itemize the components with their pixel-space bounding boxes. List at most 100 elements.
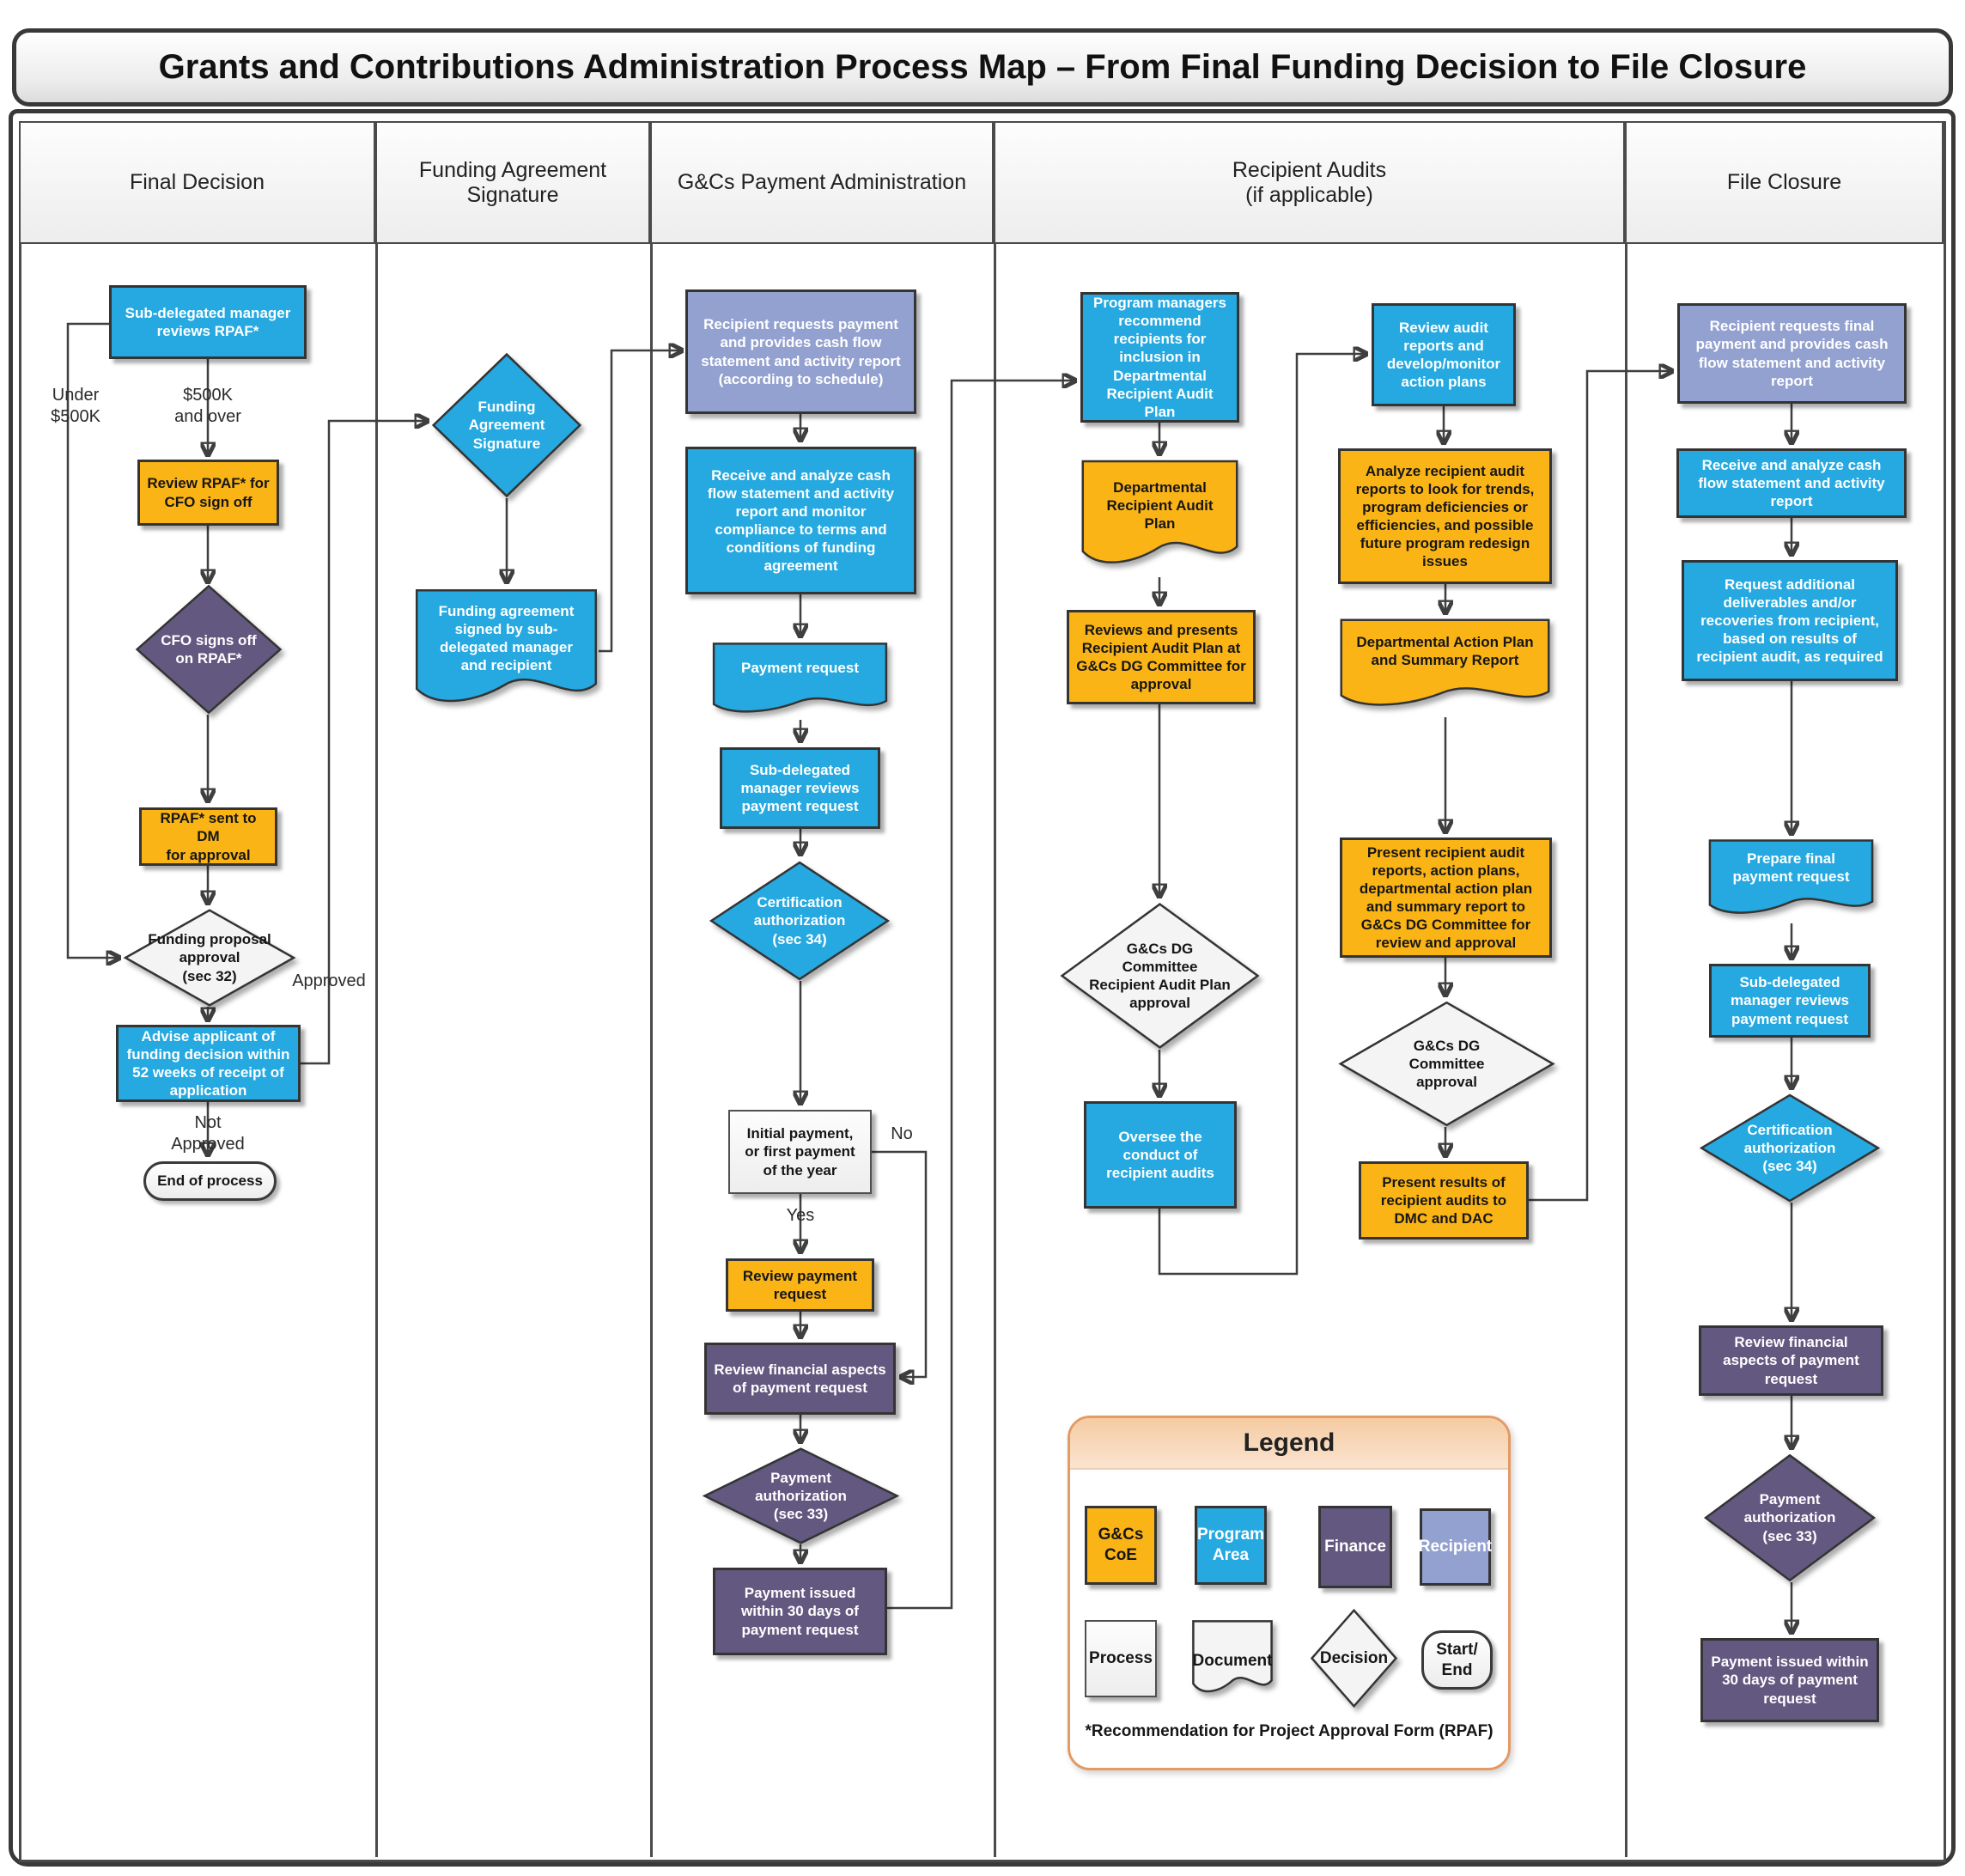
legend-item-start-end: Start/ End [1421,1630,1493,1690]
legend-item-recipient: Recipient [1419,1508,1492,1586]
node-label: Payment issued within 30 days of payment… [741,1585,859,1638]
node-label: Certification authorization (sec 34) [753,894,846,947]
diamond-shape [1699,1093,1881,1203]
lane-label: Final Decision [129,170,265,194]
process-review-payment-request: Review payment request [726,1258,874,1312]
process-oversee-conduct-of-recipient-audits: Oversee the conduct of recipient audits [1084,1101,1237,1209]
node-label: Payment authorization (sec 33) [1743,1491,1836,1544]
node-label: Review RPAF* for CFO sign off [147,475,270,510]
edge-label-approved: Approved [292,971,366,990]
node-label: Recipient requests final payment and pro… [1695,318,1889,389]
document-departmental-recipient-audit-plan: Departmental Recipient Audit Plan [1080,460,1239,577]
node-label: G&Cs DG Committee Recipient Audit Plan a… [1089,940,1231,1012]
node-label: RPAF* sent to DM for approval [160,810,257,863]
diamond-shape [709,861,891,981]
process-present-results-to-dmc-and-dac: Present results of recipient audits to D… [1359,1161,1529,1240]
document-shape [1080,460,1239,577]
node-label: Payment authorization (sec 33) [755,1469,847,1523]
node-label: Initial payment, or first payment of the… [745,1125,855,1179]
lane-label: Recipient Audits (if applicable) [1232,157,1387,207]
node-label: Review audit reports and develop/monitor… [1386,319,1501,391]
legend-item-program-area: Program Area [1195,1506,1267,1585]
process-recipient-requests-payment: Recipient requests payment and provides … [685,289,916,414]
edge-label-under-500k: Under $500K [51,386,100,426]
node-label: Departmental Action Plan and Summary Rep… [1356,633,1534,668]
node-label: End of process [157,1172,263,1190]
lane-header-gcs-payment-administration: G&Cs Payment Administration [650,121,994,244]
node-label: Sub-delegated manager reviews payment re… [740,761,860,815]
node-label: Funding Agreement Signature [468,399,545,452]
process-analyze-recipient-audit-reports: Analyze recipient audit reports to look … [1338,448,1552,584]
process-advise-applicant-of-funding-decision: Advise applicant of funding decision wit… [116,1025,301,1102]
process-sub-delegated-manager-reviews-payment-request: Sub-delegated manager reviews payment re… [720,747,880,829]
process-rpaf-sent-to-dm-for-approval: RPAF* sent to DM for approval [139,807,277,866]
decision-certification-authorization-sec34-file-closure: Certification authorization (sec 34) [1699,1093,1881,1203]
process-program-managers-recommend-recipients: Program managers recommend recipients fo… [1080,292,1239,423]
node-label: Receive and analyze cash flow statement … [1698,456,1885,510]
legend-header: Legend [1070,1418,1508,1470]
lane-divider [994,244,996,1857]
page-title-bar: Grants and Contributions Administration … [12,28,1953,107]
edge-label-no: No [891,1124,913,1143]
node-label: Funding proposal approval (sec 32) [148,931,271,984]
edge-label-500k-and-over: $500K and over [174,386,241,426]
node-label: Request additional deliverables and/or r… [1696,576,1883,666]
document-shape [1192,1620,1273,1702]
decision-cfo-signs-off-on-rpaf: CFO signs off on RPAF* [135,584,283,715]
process-reviews-presents-recipient-audit-plan: Reviews and presents Recipient Audit Pla… [1067,610,1256,704]
decision-gcs-dg-committee-recipient-audit-plan-approval: G&Cs DG Committee Recipient Audit Plan a… [1059,902,1261,1050]
legend-item-label: Program Area [1196,1526,1265,1564]
diagram-outer-frame [9,109,1956,1867]
lane-divider [650,244,653,1857]
legend-panel: Legend G&Cs CoE Program Area Finance Rec… [1068,1416,1511,1770]
legend-title: Legend [1243,1428,1335,1457]
diamond-shape [1311,1609,1397,1708]
legend-item-label: Finance [1324,1538,1386,1556]
node-label: Program managers recommend recipients fo… [1093,295,1226,420]
diamond-shape [135,584,283,715]
process-sub-delegated-manager-reviews-final-payment-request: Sub-delegated manager reviews payment re… [1709,964,1871,1038]
document-payment-request: Payment request [711,643,889,722]
legend-item-process: Process [1085,1620,1157,1697]
document-shape [1338,618,1552,717]
process-initial-payment-or-first-payment-of-year: Initial payment, or first payment of the… [728,1110,872,1194]
process-sub-delegated-manager-reviews-rpaf: Sub-delegated manager reviews RPAF* [109,285,307,359]
decision-payment-authorization-sec33: Payment authorization (sec 33) [702,1447,900,1544]
legend-footnote: *Recommendation for Project Approval For… [1085,1722,1494,1740]
node-label: Sub-delegated manager reviews RPAF* [125,304,291,339]
lane-label: G&Cs Payment Administration [677,170,967,194]
legend-item-decision: Decision [1311,1609,1397,1708]
edge-label-not-approved: Not Approved [171,1113,245,1154]
legend-item-finance: Finance [1318,1506,1392,1588]
diamond-shape [431,352,582,498]
process-receive-analyze-cash-flow-monitor-compliance: Receive and analyze cash flow statement … [685,447,916,594]
decision-funding-proposal-approval-sec32: Funding proposal approval (sec 32) [123,909,296,1007]
diamond-shape [702,1447,900,1544]
diamond-shape [123,909,296,1007]
process-review-financial-aspects-final: Review financial aspects of payment requ… [1699,1325,1883,1396]
node-label: Present results of recipient audits to D… [1380,1173,1507,1227]
node-label: Analyze recipient audit reports to look … [1355,462,1535,570]
node-label: Oversee the conduct of recipient audits [1106,1128,1214,1182]
edge-label-yes: Yes [786,1206,815,1225]
lane-header-final-decision: Final Decision [19,121,375,244]
legend-item-label: Document [1192,1651,1273,1670]
node-label: Payment request [741,659,859,676]
document-shape [711,643,889,722]
document-shape [1707,839,1875,923]
terminator-end-of-process: End of process [143,1161,277,1201]
node-label: Review payment request [742,1267,858,1302]
decision-gcs-dg-committee-approval: G&Cs DG Committee approval [1337,1001,1556,1127]
node-label: Payment issued within 30 days of payment… [1711,1654,1869,1707]
process-review-financial-aspects-of-payment-request: Review financial aspects of payment requ… [704,1343,896,1415]
diamond-shape [1059,902,1261,1050]
lane-divider [375,244,378,1857]
node-label: Present recipient audit reports, action … [1359,844,1533,952]
node-label: Review financial aspects of payment requ… [714,1361,886,1396]
legend-item-document: Document [1192,1620,1273,1702]
legend-item-label: Decision [1319,1648,1389,1667]
diamond-shape [1703,1453,1877,1582]
process-receive-analyze-cash-flow-statement: Receive and analyze cash flow statement … [1676,448,1907,518]
node-label: Prepare final payment request [1732,850,1850,886]
